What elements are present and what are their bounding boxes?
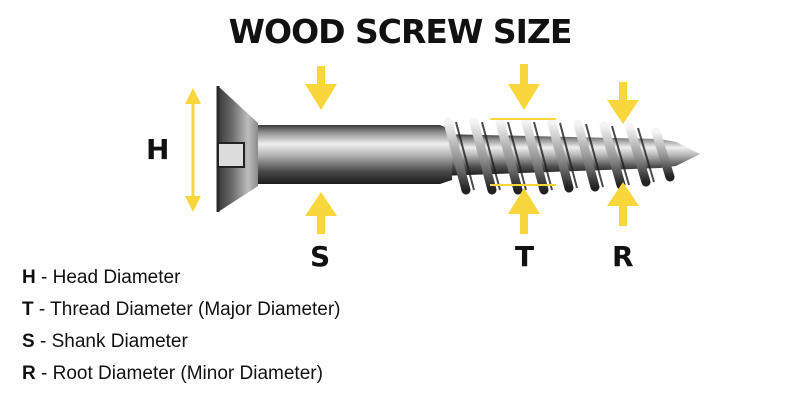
root-arrow-top (607, 82, 639, 124)
shank-arrow-bottom (305, 192, 337, 234)
legend-item-head: H - Head Diameter (22, 267, 181, 288)
screw-shank (248, 125, 452, 184)
head-diameter-arrow (185, 88, 201, 212)
legend: H - Head Diameter T - Thread Diameter (M… (22, 262, 341, 390)
shank-arrow-top (305, 66, 337, 110)
thread-arrow-top (508, 64, 540, 110)
screw (216, 86, 700, 212)
screw-slot (217, 142, 245, 168)
thread-arrow-bottom (508, 188, 540, 234)
head-label: H (146, 133, 170, 166)
legend-item-shank: S - Shank Diameter (22, 331, 188, 352)
legend-item-root: R - Root Diameter (Minor Diameter) (22, 363, 323, 384)
legend-item-thread: T - Thread Diameter (Major Diameter) (22, 299, 341, 320)
screw-threads (443, 117, 675, 195)
shank-label: S (310, 240, 331, 273)
root-arrow-bottom (607, 182, 639, 226)
diagram-title: WOOD SCREW SIZE (228, 12, 573, 51)
thread-label: T (515, 240, 535, 273)
root-label: R (612, 240, 634, 273)
